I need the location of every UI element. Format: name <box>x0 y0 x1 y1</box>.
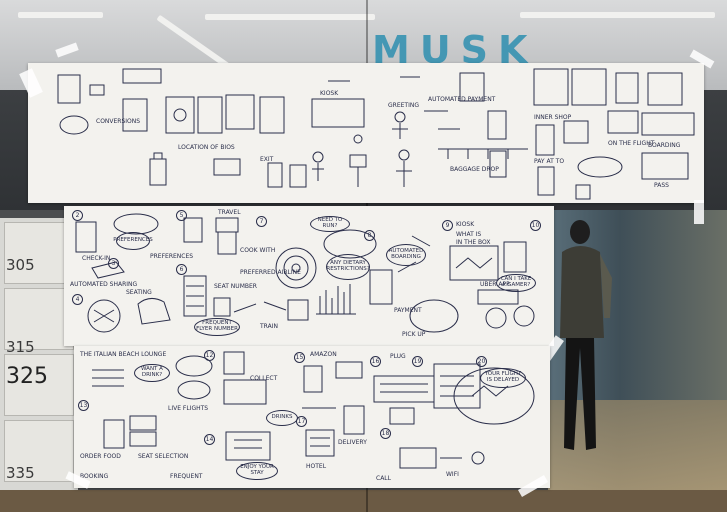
step-number: 5 <box>176 210 187 221</box>
step-number: 15 <box>294 352 305 363</box>
sketch-label: CALL <box>376 475 391 482</box>
sketch-label: WHAT IS <box>456 231 482 238</box>
locker-number: 335 <box>6 464 35 482</box>
sketch-label: CHECK-IN <box>82 255 111 262</box>
sketch-label: CONVERSIONS <box>96 118 141 125</box>
sketch-drawings <box>92 351 535 469</box>
sketch-label: AMAZON <box>310 351 337 358</box>
speech-bubble: CAN I TAKE A GAMER? <box>496 274 536 292</box>
speech-bubble: PREFERENCES <box>113 232 153 250</box>
sketch-label: BOOKING <box>80 473 109 480</box>
sketch-label: FREQUENT <box>170 473 203 480</box>
sketch-drawings <box>75 213 535 333</box>
sketch-label: HOTEL <box>306 463 327 470</box>
sketch-label: BOARDING <box>648 142 681 149</box>
speech-bubble: AUTOMATED BOARDING <box>386 244 426 266</box>
step-number: 8 <box>364 230 375 241</box>
step-number: 3 <box>108 258 119 269</box>
sketch-label: SEAT SELECTION <box>138 453 189 460</box>
sketch-label: PAY AT TO <box>534 158 565 165</box>
sketch-label: THE ITALIAN BEACH LOUNGE <box>80 351 167 358</box>
locker <box>4 354 74 416</box>
step-number: 7 <box>256 216 267 227</box>
sketch-label: KIOSK <box>456 221 475 228</box>
sketch-label: EXIT <box>260 156 274 163</box>
locker <box>4 420 74 482</box>
sketch-label: TRAVEL <box>218 209 241 216</box>
sketch-label: IN THE BOX <box>456 239 491 246</box>
step-number: 6 <box>176 264 187 275</box>
sketch-label: WIFI <box>446 471 459 478</box>
tape <box>694 200 704 224</box>
speech-bubble: ENJOY YOUR STAY <box>236 462 278 480</box>
sketch-label: AUTOMATED PAYMENT <box>428 96 496 103</box>
step-number: 9 <box>442 220 453 231</box>
locker <box>4 288 74 350</box>
sketch-label: LOCATION OF BIOS <box>178 144 235 151</box>
speech-bubble: YOUR FLIGHT IS DELAYED <box>480 368 526 388</box>
sketch-sheet-middle: 2 3 4 5 6 7 8 9 10 PREFERENCES NEED TO R… <box>64 206 554 346</box>
locker-number: 315 <box>6 338 35 356</box>
ceiling-light <box>205 14 375 20</box>
sketch-label: LIVE FLIGHTS <box>168 405 209 412</box>
sketch-label: UBER APP <box>480 281 510 288</box>
step-number: 18 <box>380 428 391 439</box>
floor <box>0 490 727 512</box>
locker-number: 305 <box>6 256 35 274</box>
sketch-sheet-bottom: 12 13 14 15 16 17 18 19 20 WANT A DRINK?… <box>74 346 550 488</box>
speech-bubble: FREQUENT FLYER NUMBER <box>194 318 240 336</box>
sketch-label: PREFERENCES <box>150 253 194 260</box>
sketch-label: SEAT NUMBER <box>214 283 257 290</box>
sketch-label: INNER SHOP <box>534 114 572 121</box>
sketch-label: PREFERRED AIRLINE <box>240 269 301 276</box>
ceiling-light <box>18 12 103 18</box>
sketch-drawings <box>57 68 695 200</box>
step-number: 13 <box>78 400 89 411</box>
sketch-label: ON THE FLIGHT <box>608 140 655 147</box>
step-number: 2 <box>72 210 83 221</box>
sketch-label: ORDER FOOD <box>80 453 121 460</box>
sketch-label: AUTOMATED SHARING <box>70 281 138 288</box>
sketch-label: BAGGAGE DROP <box>450 166 499 173</box>
step-number: 20 <box>476 356 487 367</box>
sketch-label: PICK UP <box>402 331 426 338</box>
ceiling-light <box>520 12 715 18</box>
step-number: 16 <box>370 356 381 367</box>
step-number: 10 <box>530 220 541 231</box>
step-number: 19 <box>412 356 423 367</box>
person-silhouette <box>560 220 612 450</box>
sketch-label: DELIVERY <box>338 439 367 446</box>
step-number: 4 <box>72 294 83 305</box>
step-number: 14 <box>204 434 215 445</box>
sketch-sheet-top: CONVERSIONS LOCATION OF BIOS EXIT KIOSK … <box>28 63 704 203</box>
sketch-label: PAYMENT <box>394 307 422 314</box>
sketch-label: SEATING <box>126 289 152 296</box>
sketch-label: COOK WITH <box>240 247 276 254</box>
step-number: 17 <box>296 416 307 427</box>
sketch-label: TRAIN <box>260 323 278 330</box>
locker-number: 325 <box>6 364 48 389</box>
step-number: 12 <box>204 350 215 361</box>
sketch-label: KIOSK <box>320 90 339 97</box>
sketch-label: GREETING <box>388 102 419 109</box>
sketch-label: PASS <box>654 182 669 189</box>
sketch-label: PLUG <box>390 353 406 360</box>
sketch-label: COLLECT <box>250 375 278 382</box>
locker <box>4 222 74 284</box>
speech-bubble: DRINKS <box>266 410 298 426</box>
speech-bubble: NEED TO RUN? <box>310 216 350 232</box>
speech-bubble: WANT A DRINK? <box>134 364 170 382</box>
speech-bubble: ANY DIETARY RESTRICTIONS? <box>326 254 370 280</box>
